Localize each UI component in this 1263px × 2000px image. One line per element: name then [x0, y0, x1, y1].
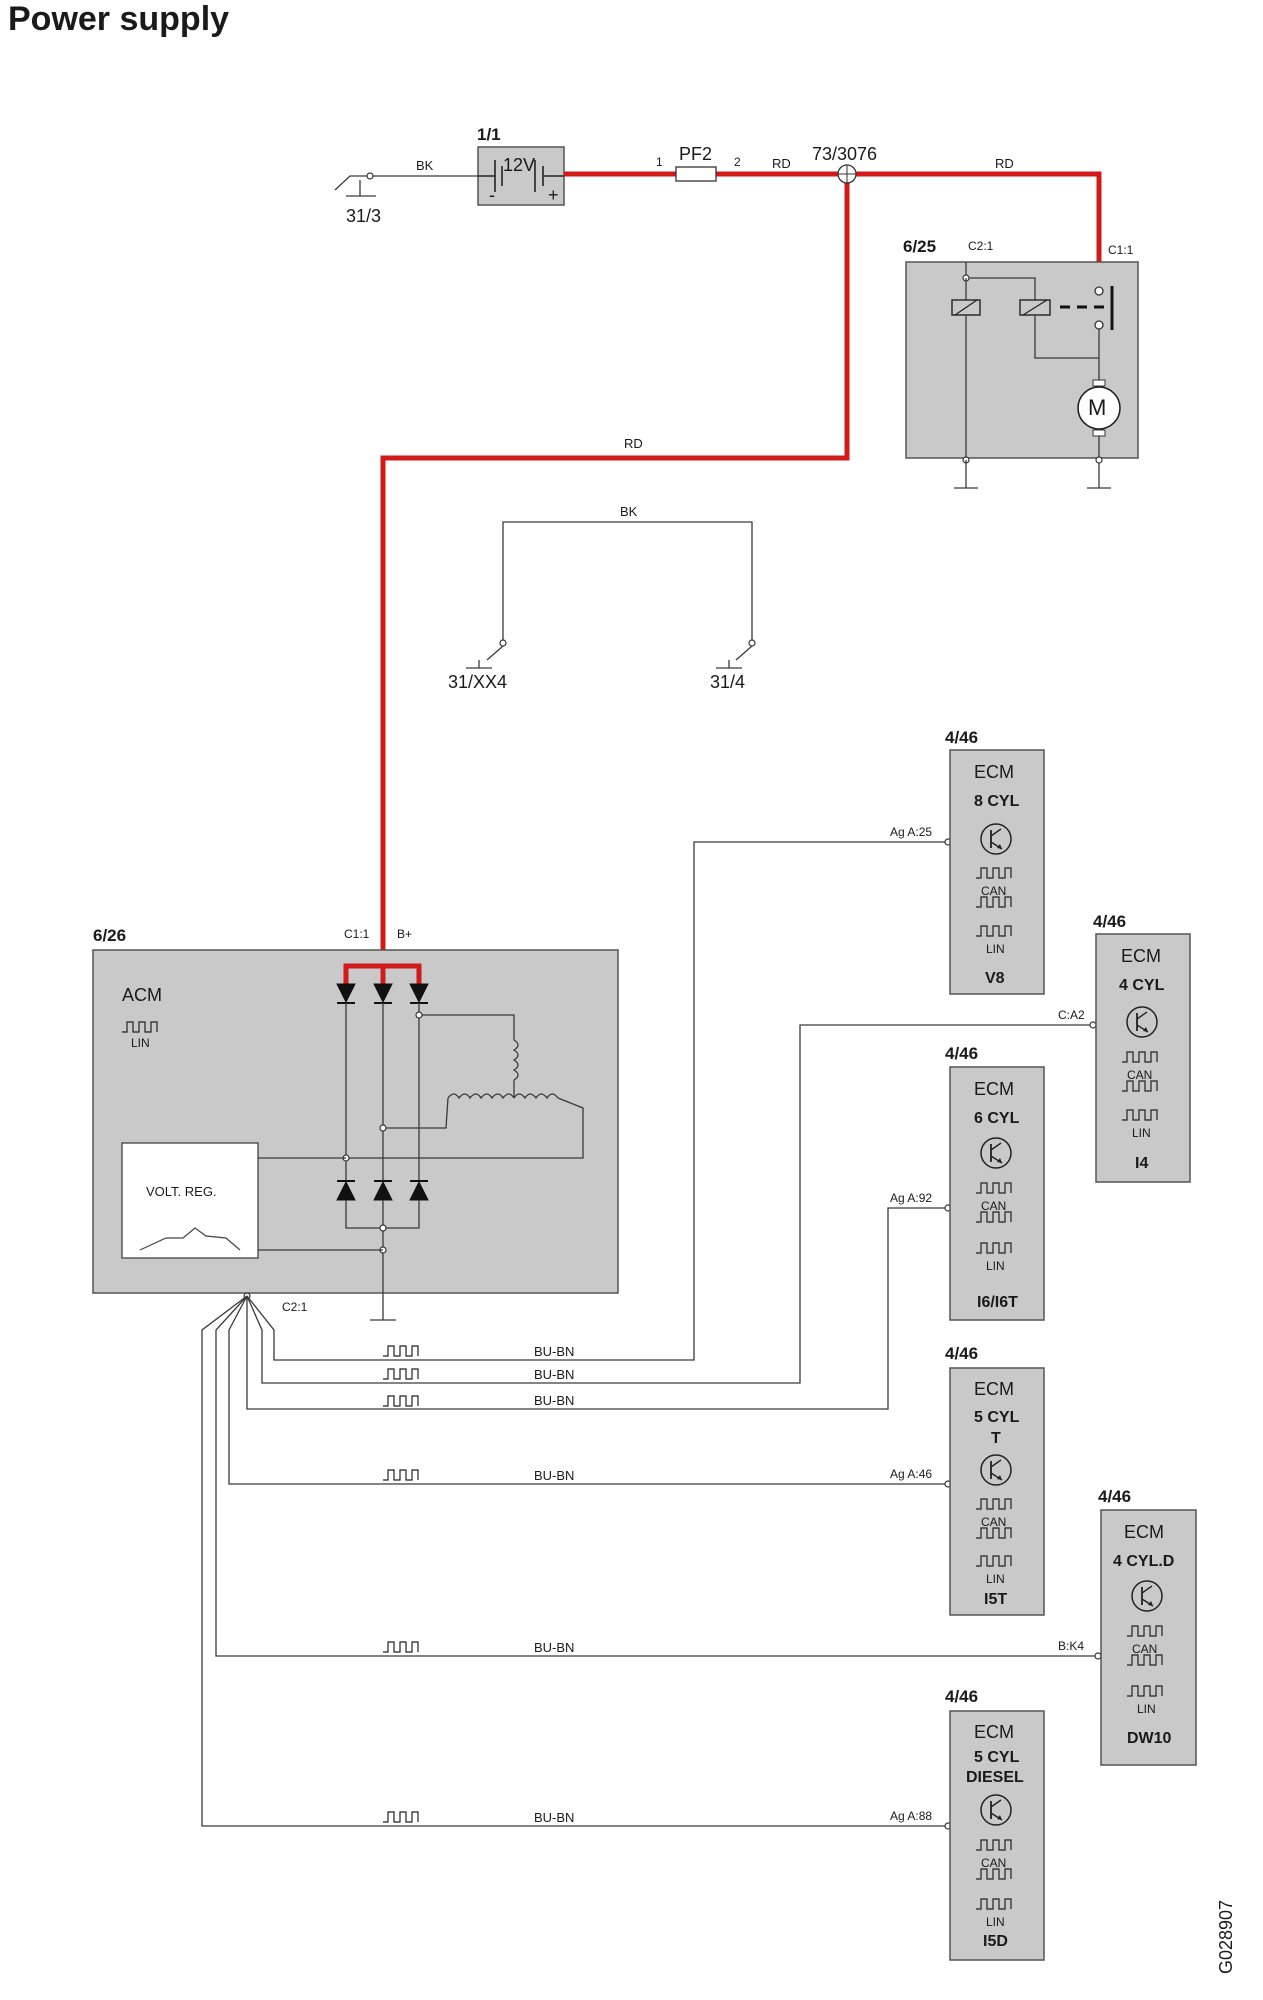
- alternator-pin-c1: C1:1: [344, 927, 370, 941]
- battery-plus: +: [548, 185, 559, 205]
- ecm-module-i5t: 4/46 ECM 5 CYL T CAN LIN I5T: [945, 1344, 1045, 1616]
- starter-pin-c2: C2:1: [968, 239, 994, 253]
- fuse-pf2: PF2 1 2 RD RD: [656, 144, 1014, 182]
- alternator-name: ACM: [122, 985, 162, 1005]
- ecm-can: CAN: [1127, 1068, 1152, 1082]
- ecm-module-i5d: 4/46 ECM 5 CYL DIESEL CAN LIN I5D: [945, 1687, 1045, 1961]
- ecm-can: CAN: [981, 1856, 1006, 1870]
- bus-label-1: BU-BN: [534, 1344, 574, 1359]
- alternator-pin-b: B+: [397, 927, 412, 941]
- ecm-module-i4: 4/46 ECM 4 CYL CAN LIN I4: [1093, 912, 1191, 1183]
- ground-link-bk: BK 31/XX4 31/4: [448, 504, 756, 692]
- bus-label-4: BU-BN: [534, 1468, 574, 1483]
- ecm-variant: I6/I6T: [977, 1294, 1018, 1311]
- ecm-id: 4/46: [945, 728, 978, 747]
- battery-id: 1/1: [477, 125, 501, 144]
- ecm-variant: I4: [1135, 1155, 1148, 1172]
- ecm-id: 4/46: [1093, 912, 1126, 931]
- ecm-subtitle-2: T: [991, 1430, 1001, 1447]
- ecm-id: 4/46: [1098, 1487, 1131, 1506]
- ecm-pin-i4: C:A2: [1058, 1008, 1085, 1022]
- fuse-name: PF2: [679, 144, 712, 164]
- ecm-subtitle: 6 CYL: [974, 1110, 1020, 1127]
- ecm-title: ECM: [1121, 946, 1161, 966]
- splice-label: 73/3076: [812, 144, 877, 164]
- ecm-title: ECM: [974, 762, 1014, 782]
- ecm-can: CAN: [981, 884, 1006, 898]
- ground-link-bk-label: BK: [620, 504, 638, 519]
- bus-label-5: BU-BN: [534, 1640, 574, 1655]
- battery-minus: -: [489, 185, 495, 205]
- voltage-regulator: [121, 1142, 259, 1259]
- page-title: Power supply: [8, 0, 229, 38]
- ecm-pin-i5d: Ag A:88: [890, 1809, 932, 1823]
- ecm-title: ECM: [974, 1722, 1014, 1742]
- bus-label-6: BU-BN: [534, 1810, 574, 1825]
- lin-bus: BU-BN BU-BN BU-BN BU-BN BU-BN BU-BN Ag A…: [201, 825, 1102, 1830]
- figure-id: G028907: [1216, 1900, 1236, 1974]
- starter-id: 6/25: [903, 237, 936, 256]
- wire-rd-label-3: RD: [624, 436, 643, 451]
- ecm-title: ECM: [974, 1379, 1014, 1399]
- ground-31-xx4-label: 31/XX4: [448, 672, 507, 692]
- ecm-title: ECM: [1124, 1522, 1164, 1542]
- ecm-id: 4/46: [945, 1344, 978, 1363]
- ecm-subtitle-2: DIESEL: [966, 1769, 1024, 1786]
- ecm-variant: I5T: [984, 1591, 1007, 1608]
- ecm-variant: V8: [985, 970, 1005, 987]
- starter-pin-c1: C1:1: [1108, 243, 1134, 257]
- ecm-lin: LIN: [986, 1259, 1005, 1273]
- ecm-variant: I5D: [983, 1933, 1008, 1950]
- wire-rd-label-2: RD: [995, 156, 1014, 171]
- bus-label-3: BU-BN: [534, 1393, 574, 1408]
- ecm-subtitle: 5 CYL: [974, 1409, 1020, 1426]
- ecm-subtitle: 5 CYL: [974, 1749, 1020, 1766]
- fuse-pin2: 2: [734, 155, 741, 169]
- ecm-can: CAN: [981, 1515, 1006, 1529]
- ecm-id: 4/46: [945, 1687, 978, 1706]
- voltage-regulator-label: VOLT. REG.: [146, 1184, 217, 1199]
- ecm-subtitle: 8 CYL: [974, 793, 1020, 810]
- ecm-pin-i6: Ag A:92: [890, 1191, 932, 1205]
- ecm-subtitle: 4 CYL: [1119, 977, 1165, 994]
- wire-rd-label-1: RD: [772, 156, 791, 171]
- wire-bk-label: BK: [416, 158, 434, 173]
- splice-73-3076: 73/3076 RD: [624, 144, 877, 451]
- ecm-title: ECM: [974, 1079, 1014, 1099]
- ecm-lin: LIN: [986, 1915, 1005, 1929]
- ecm-module-i6: 4/46 ECM 6 CYL CAN LIN I6/I6T: [945, 1044, 1045, 1321]
- ground-31-3: 31/3 BK: [334, 158, 478, 226]
- ecm-module-v8: 4/46 ECM 8 CYL CAN LIN V8: [945, 728, 1045, 995]
- alternator: 6/26 ACM LIN C1:1 B+: [92, 926, 619, 1321]
- battery-voltage: 12V: [503, 155, 535, 175]
- bus-label-2: BU-BN: [534, 1367, 574, 1382]
- ecm-id: 4/46: [945, 1044, 978, 1063]
- ecm-can: CAN: [1132, 1642, 1157, 1656]
- ecm-lin: LIN: [1137, 1702, 1156, 1716]
- ecm-module-dw10: 4/46 ECM 4 CYL.D CAN LIN DW10: [1098, 1487, 1197, 1766]
- ecm-pin-i5t: Ag A:46: [890, 1467, 932, 1481]
- ecm-variant: DW10: [1127, 1730, 1172, 1747]
- alternator-lin: LIN: [131, 1036, 150, 1050]
- ecm-lin: LIN: [1132, 1126, 1151, 1140]
- motor-label: M: [1088, 395, 1106, 420]
- ground-31-4-label: 31/4: [710, 672, 745, 692]
- battery: 1/1 12V - +: [477, 125, 565, 206]
- alternator-pin-c2: C2:1: [282, 1300, 308, 1314]
- ecm-subtitle: 4 CYL.D: [1113, 1553, 1174, 1570]
- starter-motor: 6/25 C2:1 C1:1 M: [903, 237, 1139, 489]
- ecm-pin-v8: Ag A:25: [890, 825, 932, 839]
- ecm-can: CAN: [981, 1199, 1006, 1213]
- ecm-pin-dw10: B:K4: [1058, 1639, 1084, 1653]
- ecm-lin: LIN: [986, 942, 1005, 956]
- ecm-lin: LIN: [986, 1572, 1005, 1586]
- alternator-id: 6/26: [93, 926, 126, 945]
- fuse-pin1: 1: [656, 155, 663, 169]
- motor-symbol: [1077, 386, 1121, 430]
- ground-31-3-label: 31/3: [346, 206, 381, 226]
